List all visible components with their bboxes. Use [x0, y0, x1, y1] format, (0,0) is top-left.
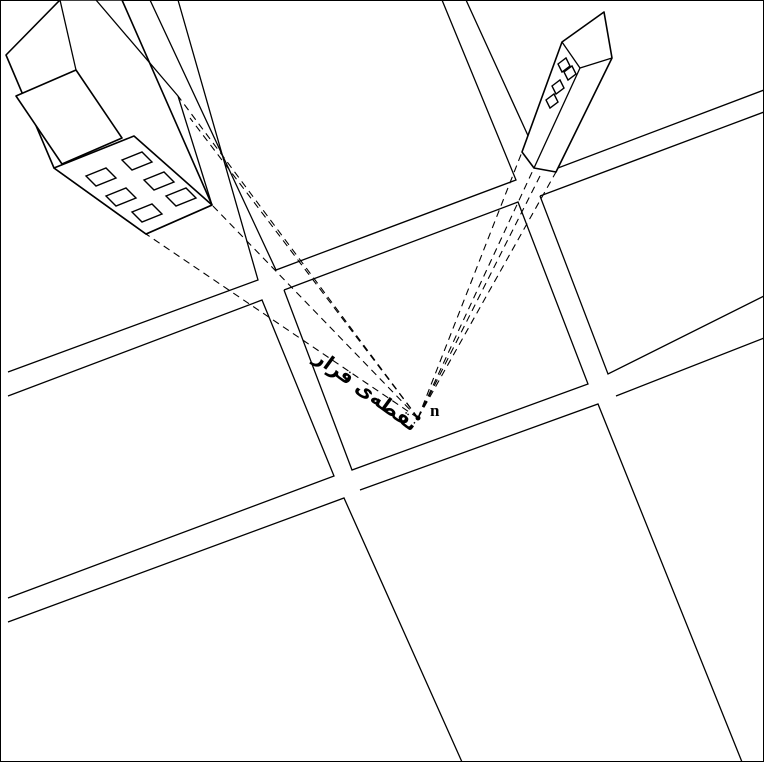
window	[551, 78, 565, 96]
block-left-mid	[7, 299, 335, 599]
window	[545, 92, 559, 110]
block-right-mid	[539, 111, 764, 375]
sight-line	[211, 204, 419, 419]
street-grid	[7, 0, 764, 762]
sight-line	[177, 95, 419, 419]
block-upper-right	[465, 0, 764, 169]
right-building-windows	[545, 56, 577, 110]
window	[142, 171, 176, 191]
window	[120, 151, 154, 171]
left-building-windows	[84, 151, 198, 223]
block-bottom-left	[7, 497, 463, 762]
sight-lines	[145, 95, 557, 419]
window	[130, 203, 164, 223]
right-building-edge	[533, 67, 581, 169]
block-center	[283, 201, 589, 471]
vanishing-point-dot	[415, 415, 421, 421]
left-building-roof	[15, 69, 123, 165]
block-upper-center	[149, 0, 517, 271]
sight-line	[189, 117, 419, 419]
right-building-edge	[561, 41, 581, 69]
left-building-side-edge	[177, 95, 213, 206]
block-bottom-right	[615, 337, 764, 760]
right-building	[521, 11, 613, 173]
right-building-body	[521, 11, 613, 173]
sight-line	[145, 233, 419, 419]
point-label: n	[430, 401, 440, 420]
right-building-edge	[579, 57, 613, 69]
vanishing-point-caption: نقطه‌ی فرار	[309, 344, 423, 436]
window	[84, 167, 118, 187]
window	[104, 187, 138, 207]
block-bottom-center	[359, 403, 743, 762]
sight-line	[417, 175, 541, 419]
window	[563, 64, 577, 82]
window	[164, 187, 198, 207]
left-building-corner-edge	[95, 0, 179, 97]
sight-line	[417, 167, 535, 419]
block-top-left	[7, 0, 259, 373]
window	[557, 56, 571, 74]
left-building-edge	[59, 0, 77, 71]
left-building	[5, 0, 213, 235]
sight-line	[417, 151, 523, 419]
